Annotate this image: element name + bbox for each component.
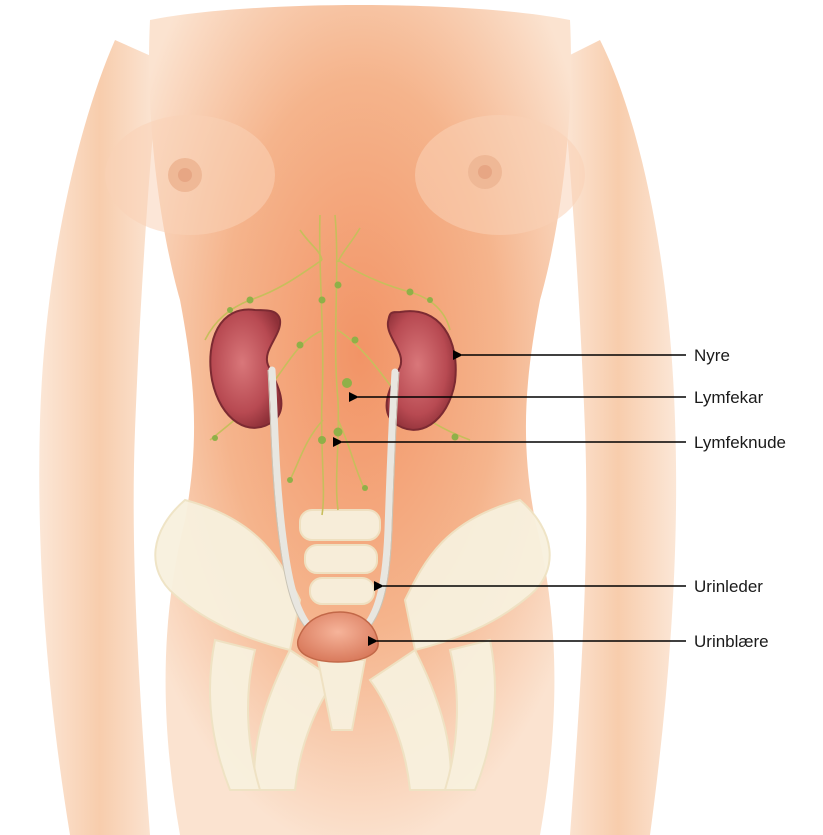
label-urinleder: Urinleder [694, 577, 763, 596]
label-lymfeknude: Lymfeknude [694, 433, 786, 452]
label-lymfekar: Lymfekar [694, 388, 764, 407]
label-urinblaere: Urinblære [694, 632, 769, 651]
label-nyre: Nyre [694, 346, 730, 365]
